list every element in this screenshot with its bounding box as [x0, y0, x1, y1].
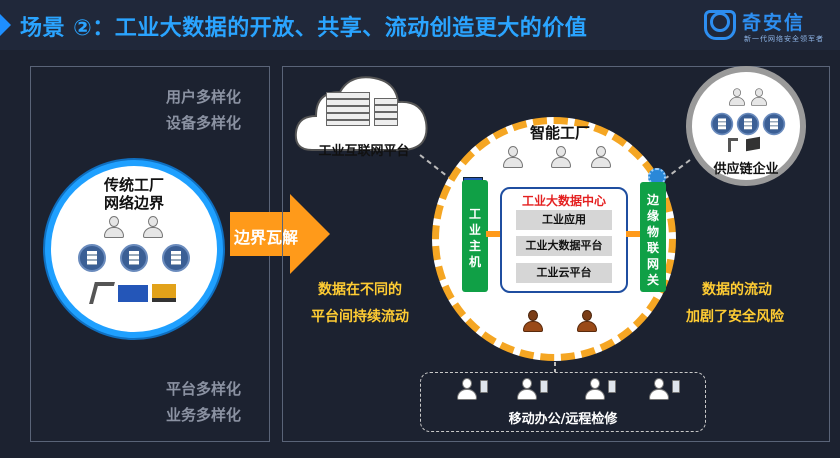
server-icon [762, 112, 786, 136]
big-data-center-title: 工业大数据中心 [521, 194, 606, 208]
edge-iot-gateway-label: 边缘物联网关 [646, 193, 659, 287]
core-item-cloud-platform: 工业云平台 [516, 263, 612, 283]
user-icon [550, 146, 572, 168]
traditional-factory-title: 传统工厂 [104, 176, 165, 194]
operator-icon [522, 310, 544, 332]
cloud-label: 工业互联网平台 [318, 144, 410, 159]
boundary-arrow-head [290, 194, 330, 274]
page-title: 场景 ②：工业大数据的开放、共享、流动创造更大的价值 [20, 16, 588, 41]
left-top-line-2: 设备多样化 [166, 114, 242, 132]
supply-chain-label: 供应链企业 [713, 162, 779, 177]
user-icon [728, 88, 746, 106]
left-top-line-1: 用户多样化 [166, 88, 242, 106]
network-boundary-title: 网络边界 [104, 194, 165, 212]
remote-user-icon [584, 378, 606, 400]
server-icon [120, 244, 148, 272]
robot-arm-icon [728, 138, 738, 152]
left-bottom-line-2: 业务多样化 [166, 406, 242, 424]
server-icon [710, 112, 734, 136]
user-icon [142, 216, 164, 238]
server-icon [162, 244, 190, 272]
mobile-office-label: 移动办公/远程检修 [508, 412, 618, 427]
industrial-host-bar [462, 180, 488, 292]
industrial-host-label: 工业主机 [468, 207, 481, 269]
edge-iot-gateway-bar [640, 182, 666, 292]
rack-server-icon [374, 98, 398, 126]
phone-icon [480, 380, 488, 393]
boundary-arrow-body [230, 212, 290, 256]
user-icon [103, 216, 125, 238]
two-way-arrow-icon [626, 231, 640, 237]
operator-icon [576, 310, 598, 332]
logo-q-icon [710, 12, 730, 32]
forklift-icon [152, 284, 176, 302]
phone-icon [540, 380, 548, 393]
user-icon [502, 146, 524, 168]
core-item-big-data-platform: 工业大数据平台 [516, 236, 612, 256]
core-item-industrial-app: 工业应用 [516, 210, 612, 230]
phone-icon [608, 380, 616, 393]
remote-user-icon [456, 378, 478, 400]
left-caption-line-2: 平台间持续流动 [311, 309, 409, 325]
left-caption-line-1: 数据在不同的 [318, 282, 402, 298]
title-bar [0, 0, 840, 50]
user-icon [750, 88, 768, 106]
remote-user-icon [648, 378, 670, 400]
container-icon [118, 285, 148, 302]
right-caption-line-2: 加剧了安全风险 [686, 309, 784, 325]
logo-name: 奇安信 [742, 12, 806, 34]
two-way-arrow-icon [486, 231, 500, 237]
server-icon [78, 244, 106, 272]
server-icon [736, 112, 760, 136]
right-panel [282, 66, 830, 442]
smart-factory-title: 智能工厂 [529, 124, 590, 142]
phone-icon [672, 380, 680, 393]
logo-tagline: 新一代网络安全领军者 [744, 35, 824, 43]
logo-shield-icon [704, 10, 736, 40]
title-arrow-icon [0, 14, 11, 36]
left-bottom-line-1: 平台多样化 [166, 380, 242, 398]
mobile-office-box [420, 372, 706, 432]
right-caption-line-1: 数据的流动 [702, 282, 772, 298]
remote-user-icon [516, 378, 538, 400]
rack-server-icon [326, 92, 370, 126]
user-icon [590, 146, 612, 168]
